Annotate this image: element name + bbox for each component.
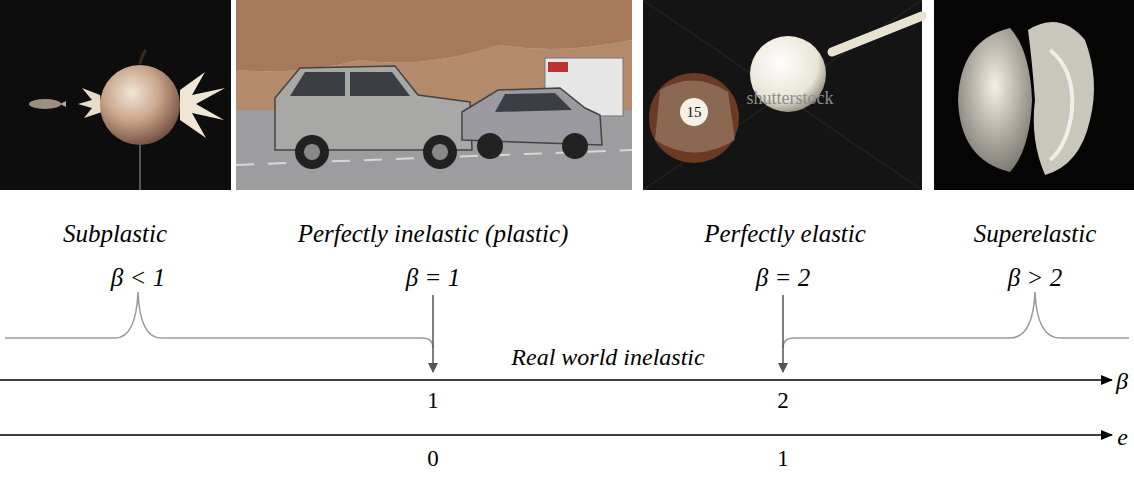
ball-number: 15 — [687, 105, 702, 120]
brace — [783, 292, 1129, 348]
tick-label: 1 — [777, 447, 789, 470]
tick-label: 1 — [427, 389, 439, 412]
beta-value: β < 1 — [111, 265, 165, 290]
beta-value: β > 2 — [1008, 265, 1062, 290]
tick-label: 0 — [427, 447, 439, 470]
car-crash-photo — [236, 0, 632, 190]
axis-label: e — [1114, 425, 1131, 449]
golf-ball-photo — [934, 0, 1134, 190]
e-axis — [0, 434, 1112, 436]
pointer-arrow — [782, 295, 784, 372]
brace — [5, 292, 433, 348]
watermark: shutterstock — [747, 89, 834, 107]
category-label: Subplastic — [63, 221, 167, 246]
category-label: Superelastic — [974, 221, 1097, 246]
billiard-photo — [643, 0, 922, 190]
axis-label: β — [1113, 369, 1131, 393]
beta-value: β = 1 — [406, 265, 460, 290]
range-label: Real world inelastic — [508, 345, 707, 369]
tick-label: 2 — [777, 389, 789, 412]
category-label: Perfectly elastic — [704, 221, 866, 246]
category-label: Perfectly inelastic (plastic) — [298, 221, 569, 246]
beta-axis — [0, 379, 1112, 381]
bullet-apple-photo — [0, 0, 231, 190]
pointer-arrow — [432, 295, 434, 372]
beta-value: β = 2 — [756, 265, 810, 290]
